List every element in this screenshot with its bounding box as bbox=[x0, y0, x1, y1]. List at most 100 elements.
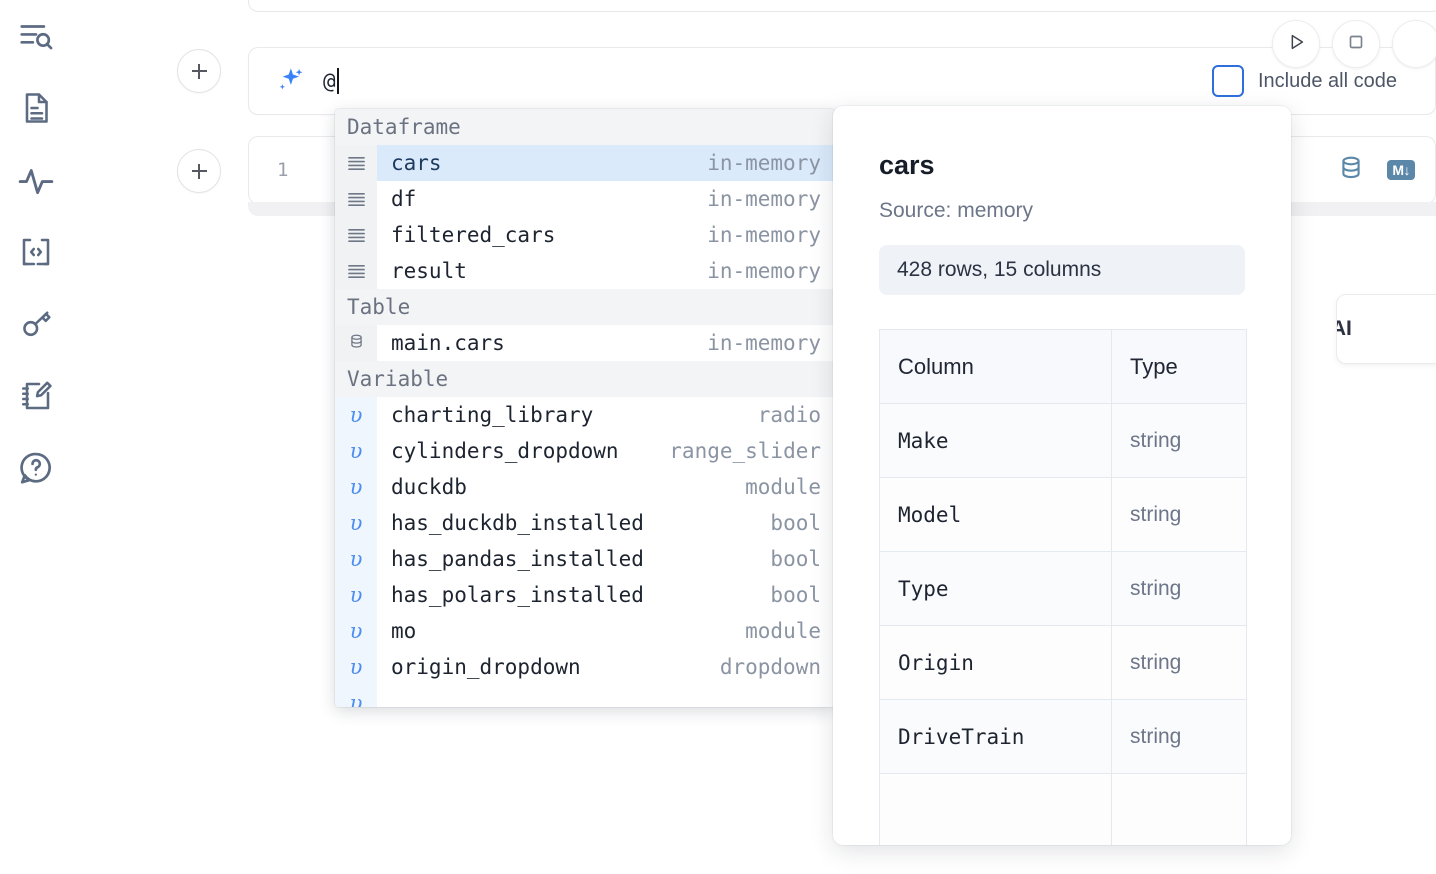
sidebar-item-snippets[interactable] bbox=[14, 230, 58, 274]
autocomplete-item-type: module bbox=[745, 475, 835, 499]
autocomplete-item-icon: υ bbox=[335, 685, 377, 707]
cell-column-name: DriveTrain bbox=[880, 700, 1112, 774]
autocomplete-item-name: origin_dropdown bbox=[377, 655, 581, 679]
table-row: Makestring bbox=[880, 404, 1247, 478]
include-all-code-label: Include all code bbox=[1258, 70, 1397, 93]
cell-column-name: Origin bbox=[880, 626, 1112, 700]
plus-icon bbox=[192, 64, 207, 79]
autocomplete-item-icon bbox=[335, 181, 377, 217]
run-button[interactable] bbox=[1272, 20, 1320, 68]
code-brackets-icon bbox=[18, 234, 54, 270]
doc-source: Source: memory bbox=[879, 199, 1245, 223]
autocomplete-item[interactable]: υ has_duckdb_installed bool bbox=[335, 505, 835, 541]
autocomplete-item[interactable]: υhas_pandas_installedbool bbox=[335, 541, 835, 577]
documentation-panel: cars Source: memory 428 rows, 15 columns… bbox=[833, 106, 1291, 845]
autocomplete-item-name: filtered_cars bbox=[377, 223, 555, 247]
autocomplete-item[interactable]: resultin-memory bbox=[335, 253, 835, 289]
autocomplete-item[interactable]: υduckdb module bbox=[335, 469, 835, 505]
lines-icon bbox=[347, 155, 366, 172]
markdown-icon[interactable]: M↓ bbox=[1387, 160, 1415, 180]
autocomplete-item-type: bool bbox=[770, 511, 835, 535]
sidebar-item-secrets[interactable] bbox=[14, 302, 58, 346]
autocomplete-item-name: cars bbox=[377, 151, 442, 175]
ai-prompt-input[interactable]: @ bbox=[323, 68, 339, 94]
autocomplete-item[interactable]: υhas_polars_installedbool bbox=[335, 577, 835, 613]
cell-column-name: Model bbox=[880, 478, 1112, 552]
autocomplete-group-header: Dataframe bbox=[335, 109, 835, 145]
autocomplete-item[interactable]: carsin-memory bbox=[335, 145, 835, 181]
autocomplete-item-type: dropdown bbox=[720, 655, 835, 679]
upsilon-icon: υ bbox=[350, 619, 363, 643]
more-controls-button[interactable] bbox=[1392, 20, 1436, 68]
autocomplete-item-name: duckdb bbox=[377, 475, 467, 499]
autocomplete-item-type: in-memory bbox=[707, 187, 835, 211]
sidebar-item-notebook[interactable] bbox=[14, 86, 58, 130]
upsilon-icon: υ bbox=[350, 583, 363, 607]
include-all-code-control[interactable]: Include all code bbox=[1212, 65, 1397, 97]
autocomplete-item[interactable]: υmo module bbox=[335, 613, 835, 649]
autocomplete-item[interactable]: υcylinders_dropdownrange_slider bbox=[335, 433, 835, 469]
include-all-code-checkbox[interactable] bbox=[1212, 65, 1244, 97]
ai-prompt-cell[interactable]: @ bbox=[248, 47, 1180, 115]
database-icon[interactable] bbox=[1337, 154, 1365, 187]
generate-with-ai-button[interactable]: h AI bbox=[1336, 294, 1436, 364]
lines-icon bbox=[347, 263, 366, 280]
run-controls bbox=[1272, 20, 1436, 68]
cell-column-type: string bbox=[1112, 626, 1247, 700]
autocomplete-item-partial[interactable]: υ bbox=[335, 685, 835, 707]
autocomplete-item-name: has_duckdb_installed bbox=[377, 511, 644, 535]
search-outline-icon bbox=[17, 17, 55, 55]
upsilon-icon: υ bbox=[350, 439, 363, 463]
upsilon-icon: υ bbox=[350, 691, 363, 707]
plus-icon bbox=[192, 164, 207, 179]
autocomplete-item-icon: υ bbox=[335, 397, 377, 433]
table-row: DriveTrainstring bbox=[880, 700, 1247, 774]
document-icon bbox=[18, 90, 54, 126]
upsilon-icon: υ bbox=[350, 511, 363, 535]
autocomplete-item-icon bbox=[335, 145, 377, 181]
autocomplete-item-type: in-memory bbox=[707, 331, 835, 355]
scratchpad-icon bbox=[18, 378, 54, 414]
stop-button[interactable] bbox=[1332, 20, 1380, 68]
autocomplete-item[interactable]: υ origin_dropdown dropdown bbox=[335, 649, 835, 685]
stop-square-icon bbox=[1345, 31, 1367, 58]
sidebar-item-help[interactable] bbox=[14, 446, 58, 490]
add-cell-button-bottom[interactable] bbox=[177, 149, 221, 193]
autocomplete-item-name: result bbox=[377, 259, 467, 283]
autocomplete-item[interactable]: main.carsin-memory bbox=[335, 325, 835, 361]
cell-column-type: string bbox=[1112, 700, 1247, 774]
cell-above-partial bbox=[248, 0, 1436, 12]
upsilon-icon: υ bbox=[350, 403, 363, 427]
autocomplete-group-header: Table bbox=[335, 289, 835, 325]
autocomplete-item[interactable]: dfin-memory bbox=[335, 181, 835, 217]
autocomplete-item-icon: υ bbox=[335, 433, 377, 469]
upsilon-icon: υ bbox=[350, 655, 363, 679]
autocomplete-item-icon bbox=[335, 253, 377, 289]
sidebar-rail bbox=[0, 0, 72, 874]
autocomplete-item[interactable]: υcharting_libraryradio bbox=[335, 397, 835, 433]
sidebar-item-explore[interactable] bbox=[14, 14, 58, 58]
play-icon bbox=[1285, 31, 1307, 58]
autocomplete-item[interactable]: filtered_cars in-memory bbox=[335, 217, 835, 253]
help-chat-icon bbox=[17, 449, 55, 487]
upsilon-icon: υ bbox=[350, 475, 363, 499]
sidebar-item-scratchpad[interactable] bbox=[14, 374, 58, 418]
autocomplete-item-name: mo bbox=[377, 619, 416, 643]
autocomplete-item-icon bbox=[335, 217, 377, 253]
generate-with-ai-label: h AI bbox=[1336, 317, 1352, 341]
autocomplete-dropdown[interactable]: Dataframecarsin-memorydfin-memoryfiltere… bbox=[335, 109, 835, 707]
doc-title: cars bbox=[879, 150, 1245, 181]
cell-column-name: Type bbox=[880, 552, 1112, 626]
sparkles-icon bbox=[273, 64, 307, 98]
lines-icon bbox=[347, 227, 366, 244]
table-header-row: Column Type bbox=[880, 330, 1247, 404]
sidebar-item-activity[interactable] bbox=[14, 158, 58, 202]
cell-column-type: string bbox=[1112, 552, 1247, 626]
autocomplete-item-type: in-memory bbox=[707, 223, 835, 247]
autocomplete-item-name: has_pandas_installed bbox=[377, 547, 644, 571]
doc-shape-badge: 428 rows, 15 columns bbox=[879, 245, 1245, 295]
table-row: Modelstring bbox=[880, 478, 1247, 552]
autocomplete-item-type: module bbox=[745, 619, 835, 643]
add-cell-button-top[interactable] bbox=[177, 49, 221, 93]
